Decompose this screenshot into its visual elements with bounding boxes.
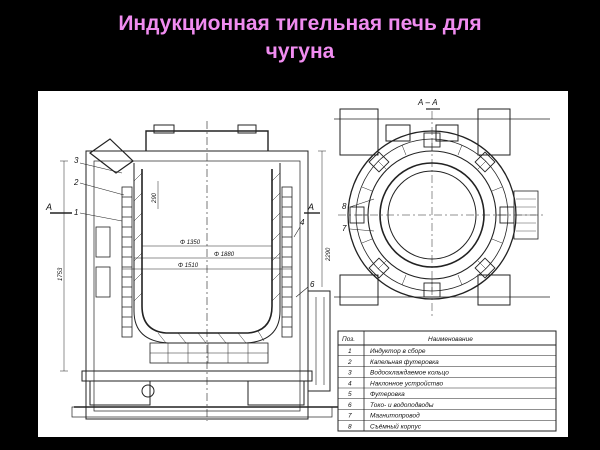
plan-bracket-top	[385, 124, 411, 142]
title-line-1: Индукционная тигельная печь для	[118, 12, 482, 35]
side-connector	[95, 226, 111, 258]
tilt-cylinder-rods	[315, 297, 325, 385]
tilt-cylinder	[308, 290, 331, 392]
callout-4: 4	[300, 218, 305, 227]
dim-d1: Φ 1350	[180, 240, 201, 246]
foundation	[71, 406, 333, 418]
legend-row-name: Футеровка	[370, 391, 405, 398]
furnace-base	[81, 370, 313, 382]
legend-row-name: Токо- и водоподводы	[370, 401, 434, 409]
legend-row-name: Водоохлаждаемое кольцо	[370, 369, 449, 377]
section-label-plan: А – А	[417, 98, 438, 107]
legend-row-pos: 4	[348, 380, 352, 387]
furnace-drawing-svg: А А А – А 3 2 1 4 6 8 7 Φ 1350 Φ 1880 Φ …	[45, 98, 557, 432]
hood-hinge	[153, 124, 175, 134]
dim-h3: 290	[152, 192, 158, 204]
crucible-hood	[145, 130, 269, 151]
legend-row-pos: 3	[348, 370, 352, 377]
legend-table	[337, 330, 557, 432]
callout-2: 2	[73, 178, 79, 187]
slide-title: Индукционная тигельная печь для чугуна	[0, 10, 600, 66]
bottom-block-grid	[150, 343, 268, 363]
legend-header-pos: Поз.	[342, 336, 355, 343]
dim-d2: Φ 1880	[214, 252, 235, 258]
legend-row-pos: 5	[348, 391, 352, 398]
legend-row-name: Наклонное устройство	[370, 379, 443, 387]
dim-h2: 2290	[326, 247, 332, 262]
plan-corner-tr	[477, 108, 511, 156]
base-left-box	[89, 380, 151, 406]
plan-corner-br	[477, 274, 511, 306]
callout-8: 8	[342, 202, 347, 211]
pouring-spout	[88, 138, 134, 174]
hood-hinge-2	[237, 124, 257, 134]
plan-corner-tl	[339, 108, 379, 156]
technical-drawing: А А А – А 3 2 1 4 6 8 7 Φ 1350 Φ 1880 Φ …	[38, 91, 568, 437]
dim-d3: Φ 1510	[178, 263, 199, 269]
section-label-right: А	[307, 202, 314, 212]
callout-6: 6	[310, 280, 315, 289]
drawing-labels: А А А – А 3 2 1 4 6 8 7 Φ 1350 Φ 1880 Φ …	[45, 98, 473, 343]
legend-rows: 1 Индуктор в сборе 2 Капельная футеровка 3 Во…	[347, 347, 449, 430]
furnace-plan-view	[334, 108, 550, 319]
furnace-inner-frame	[93, 160, 301, 412]
legend-header-name: Наименование	[428, 336, 473, 343]
plan-leaders	[349, 198, 375, 232]
legend-row-pos: 6	[348, 402, 352, 409]
callout-1: 1	[74, 208, 78, 217]
callout-7: 7	[342, 224, 347, 233]
dim-h1: 1753	[58, 267, 64, 281]
legend-frame	[337, 330, 557, 432]
legend-row-pos: 2	[347, 359, 352, 366]
section-label-left: А	[45, 202, 52, 212]
base-right-box	[247, 380, 305, 406]
lining-hatch	[133, 172, 281, 344]
legend-row-name: Съёмный корпус	[370, 422, 422, 430]
plan-corner-bl	[339, 274, 379, 306]
legend-row-pos: 8	[348, 423, 352, 430]
plan-frame-rails	[334, 118, 550, 298]
furnace-outer-frame	[85, 150, 309, 420]
legend-row-name: Магнитопровод	[370, 412, 420, 420]
legend-row-pos: 7	[348, 413, 352, 420]
side-connector-2	[95, 266, 111, 298]
inductor-coil	[121, 186, 293, 338]
legend-row-name: Капельная футеровка	[370, 359, 439, 366]
tilt-pivot	[141, 384, 155, 398]
title-line-2: чугуна	[265, 40, 335, 63]
furnace-section-view	[50, 121, 338, 421]
callout-3: 3	[74, 156, 79, 165]
legend-row-name: Индуктор в сборе	[370, 347, 426, 355]
callout-leaders	[79, 162, 309, 298]
legend-row-pos: 1	[348, 348, 352, 355]
plan-centerlines	[338, 111, 546, 319]
